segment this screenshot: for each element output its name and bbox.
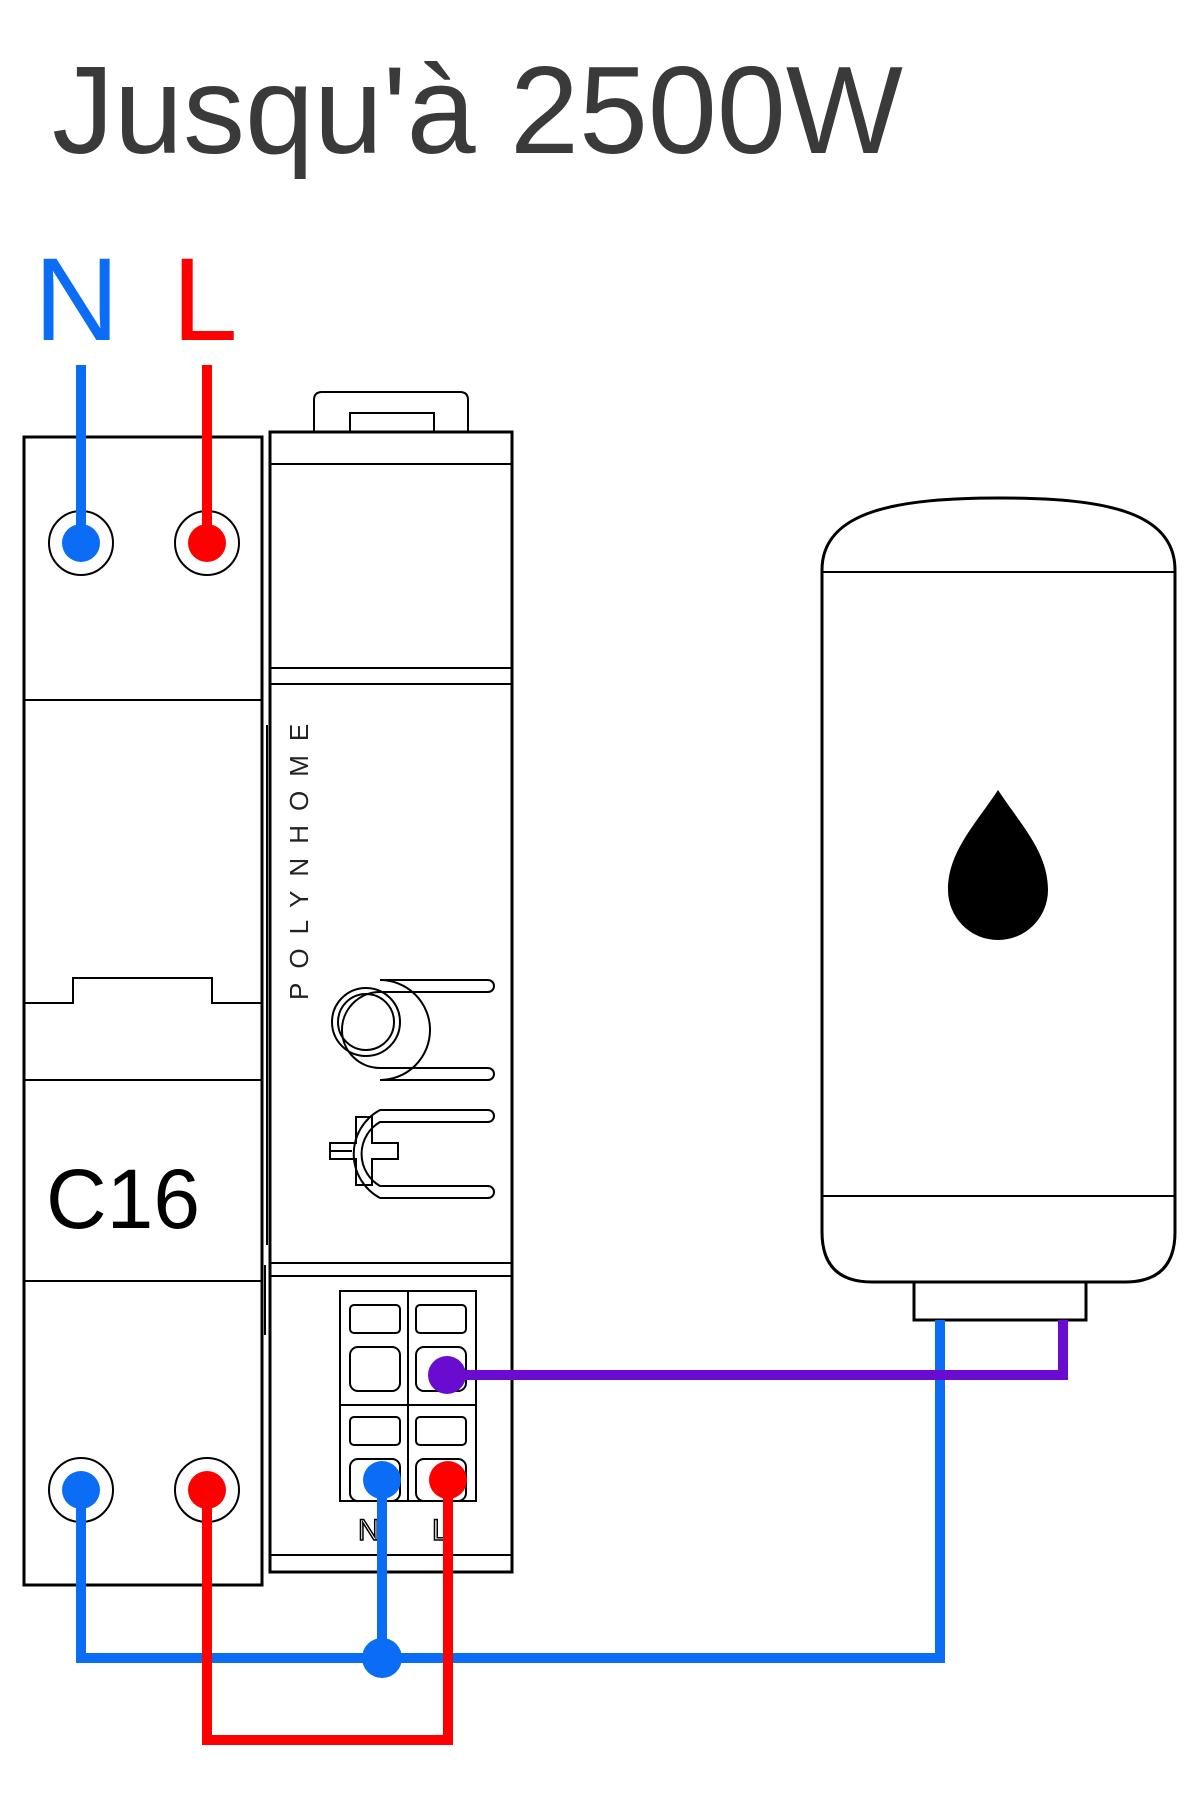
dot-module-n bbox=[363, 1461, 401, 1499]
dot-breaker-top-l bbox=[188, 524, 226, 562]
wire-dots bbox=[62, 524, 467, 1678]
page-title: Jusqu'à 2500W bbox=[52, 42, 903, 180]
neutral-label: N bbox=[34, 234, 119, 366]
module-push-button[interactable] bbox=[331, 987, 401, 1057]
breaker-rating: C16 bbox=[46, 1152, 200, 1246]
dot-breaker-bottom-n bbox=[62, 1471, 100, 1509]
dot-module-l bbox=[429, 1461, 467, 1499]
wire-neutral-bus bbox=[76, 1320, 945, 1663]
live-label: L bbox=[172, 234, 238, 366]
module-brand: POLYNHOME bbox=[284, 710, 314, 1000]
wire-switched-output bbox=[447, 1320, 1068, 1380]
dot-breaker-top-n bbox=[62, 524, 100, 562]
water-heater bbox=[820, 496, 1177, 1322]
polynhome-module: POLYNHOME N L bbox=[264, 391, 514, 1574]
dot-neutral-junction bbox=[362, 1638, 402, 1678]
dot-breaker-bottom-l bbox=[188, 1471, 226, 1509]
wires bbox=[76, 365, 1068, 1745]
circuit-breaker: C16 bbox=[22, 435, 264, 1587]
terminal-n-label: N bbox=[358, 1514, 380, 1547]
wire-live-loop bbox=[202, 1480, 453, 1745]
water-drop-icon bbox=[948, 790, 1048, 940]
heater-connector bbox=[912, 1280, 1088, 1322]
module-body bbox=[268, 430, 514, 1574]
breaker-body bbox=[22, 435, 264, 1587]
module-adjust-screw[interactable] bbox=[329, 1116, 399, 1186]
dot-module-output bbox=[428, 1356, 466, 1394]
